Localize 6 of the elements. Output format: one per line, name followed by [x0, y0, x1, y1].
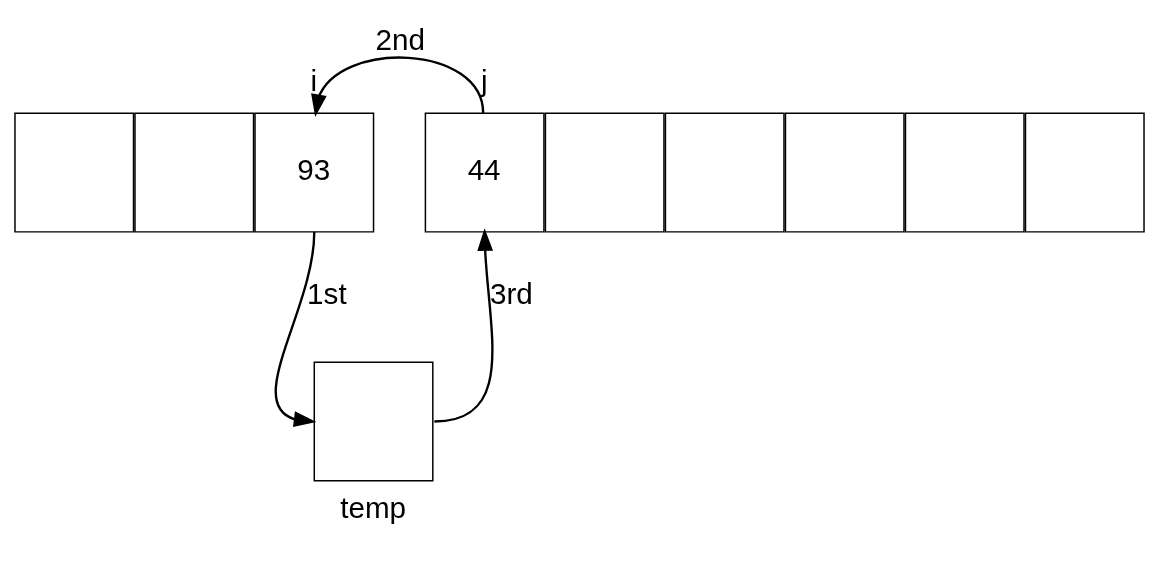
- node-label: i: [310, 63, 318, 97]
- edge-label: 3rd: [489, 276, 533, 310]
- node-label: temp: [340, 490, 407, 524]
- edge-label: 1st: [307, 276, 347, 310]
- edge-label: 2nd: [375, 22, 425, 56]
- node-label: j: [480, 63, 488, 97]
